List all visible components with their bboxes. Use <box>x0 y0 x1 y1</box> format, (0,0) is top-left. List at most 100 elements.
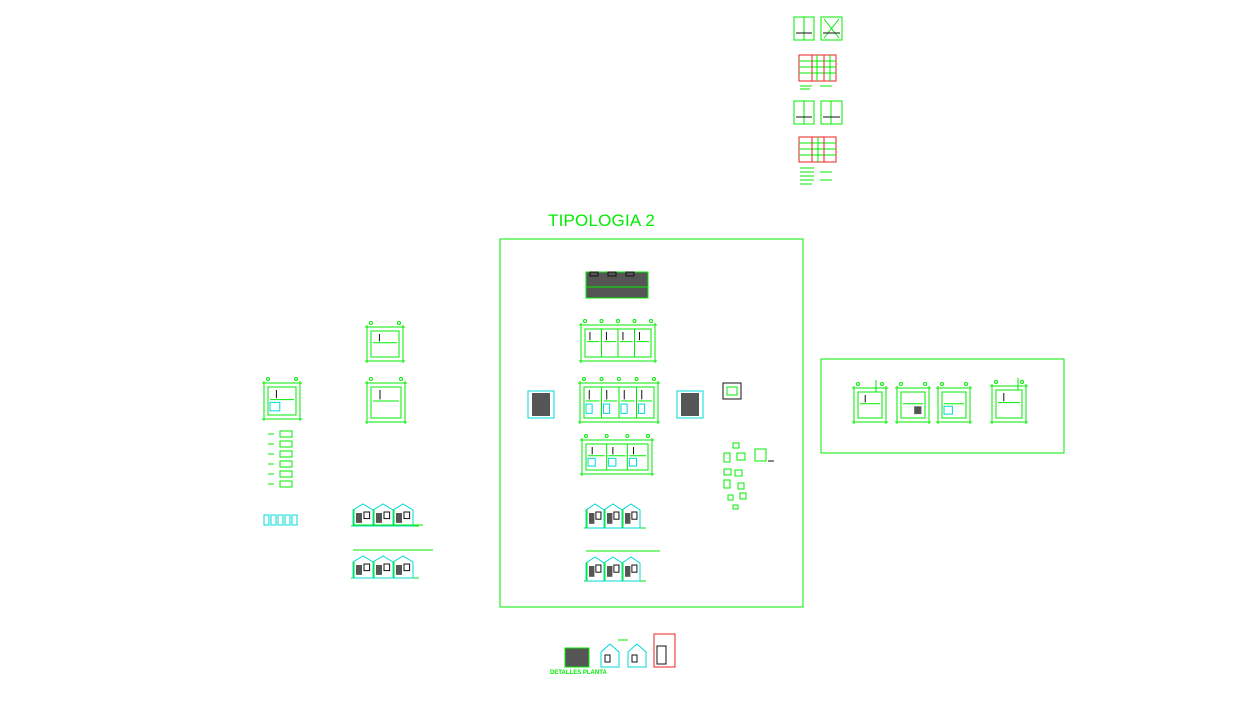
right-detail-frame[interactable] <box>820 358 1065 454</box>
wet-area <box>638 403 646 414</box>
grid-bubble <box>1020 380 1024 384</box>
plan-first-floor[interactable] <box>580 434 654 477</box>
tipologia-2-frame[interactable] <box>499 238 804 608</box>
house-facade <box>585 556 605 582</box>
grid-bubble <box>617 377 621 381</box>
grid-bubble <box>604 434 609 438</box>
grid-bubble <box>266 377 270 381</box>
grid-bubble <box>625 434 630 438</box>
detail-item-9 <box>727 494 734 501</box>
detail-item-5 <box>723 468 732 476</box>
window-opening <box>631 511 638 520</box>
grid-bubble <box>599 319 604 323</box>
shaded-block <box>914 406 922 415</box>
plan-outline <box>370 386 402 419</box>
door-opening <box>396 513 402 523</box>
door-opening <box>356 513 362 523</box>
left-detail-6 <box>279 480 293 488</box>
left-mini-1 <box>263 514 270 526</box>
detail-caption: DETALLES PLANTA <box>550 670 607 676</box>
side-elevation-left[interactable] <box>527 390 555 419</box>
window-opening <box>595 564 602 573</box>
bottom-detail-facade-2[interactable] <box>618 639 647 668</box>
grid-bubble <box>964 382 968 386</box>
bottom-detail-plan[interactable] <box>564 647 590 668</box>
grid-bubble <box>634 377 639 381</box>
plan-outline <box>995 389 1023 419</box>
door-opening <box>607 566 613 577</box>
plan-upper-floor[interactable] <box>579 319 657 364</box>
grid-bubble <box>880 382 884 386</box>
window-opening <box>631 564 638 573</box>
door-opening <box>376 565 382 575</box>
detail-item-11 <box>732 504 739 510</box>
right-plan-3[interactable] <box>936 382 972 425</box>
door-opening <box>625 566 631 577</box>
house-facade <box>392 503 414 527</box>
plan-ground-floor[interactable] <box>578 377 660 425</box>
grid-bubble <box>294 377 298 381</box>
grid-bubble <box>649 319 653 323</box>
wet-area <box>603 403 611 414</box>
left-detail-5 <box>279 470 293 478</box>
house-facade <box>352 503 374 527</box>
side-elevation-right[interactable] <box>676 390 704 419</box>
house-facade <box>372 503 394 527</box>
left-facade-2[interactable] <box>351 549 433 579</box>
window-opening <box>383 563 391 572</box>
grid-bubble <box>856 382 860 386</box>
door-opening <box>396 565 402 575</box>
plan-outline <box>857 391 883 419</box>
roof-plan[interactable] <box>585 271 649 299</box>
key-plan-box[interactable] <box>722 382 742 400</box>
window-opening <box>403 563 411 572</box>
wet-area <box>943 405 953 415</box>
wet-area <box>608 457 617 467</box>
right-plan-4[interactable] <box>990 380 1028 425</box>
right-plan-2[interactable] <box>895 382 931 425</box>
door-opening <box>589 566 595 577</box>
left-plan-cluster <box>262 321 433 579</box>
grid-bubble <box>940 382 944 386</box>
facade-front[interactable] <box>584 503 646 529</box>
right-plan-1[interactable] <box>852 382 888 425</box>
house-facade <box>603 503 623 529</box>
house-facade <box>352 555 374 579</box>
grid-bubble <box>899 382 903 386</box>
facade-elevations-group <box>584 503 660 582</box>
window-schedule-table-1 <box>798 54 837 90</box>
detail-item-1 <box>732 442 740 449</box>
detail-item-7 <box>723 479 731 489</box>
plan-outline <box>900 391 926 419</box>
facade-rear[interactable] <box>584 550 660 582</box>
detail-item-4 <box>754 448 767 462</box>
grid-bubble <box>584 434 588 438</box>
left-detail-1 <box>279 430 293 438</box>
detail-item-2 <box>723 452 731 463</box>
left-detail-3 <box>279 450 293 458</box>
left-plan-far[interactable] <box>262 377 302 422</box>
left-plan-middle[interactable] <box>365 377 407 425</box>
detail-item-6 <box>734 469 743 477</box>
grid-bubble <box>994 380 998 384</box>
window-opening <box>363 511 371 520</box>
wet-area <box>587 457 596 467</box>
window-opening <box>613 564 620 573</box>
grid-bubble <box>397 321 401 325</box>
grid-bubble <box>646 434 650 438</box>
window-elevation-2 <box>793 100 843 125</box>
grid-bubble <box>616 319 620 323</box>
detail-item-10 <box>739 492 747 500</box>
door-opening <box>376 513 382 523</box>
bottom-detail-facade-1[interactable] <box>600 643 620 668</box>
left-plan-upper[interactable] <box>365 321 405 364</box>
left-mini-4 <box>284 514 291 526</box>
plan-outline <box>941 391 967 419</box>
bottom-detail-section[interactable] <box>653 633 676 668</box>
house-facade <box>392 555 414 579</box>
left-facade-1[interactable] <box>351 503 419 527</box>
detail-item-3 <box>736 452 746 461</box>
drawing-title: TIPOLOGIA 2 <box>548 211 656 230</box>
door-opening <box>625 513 631 524</box>
